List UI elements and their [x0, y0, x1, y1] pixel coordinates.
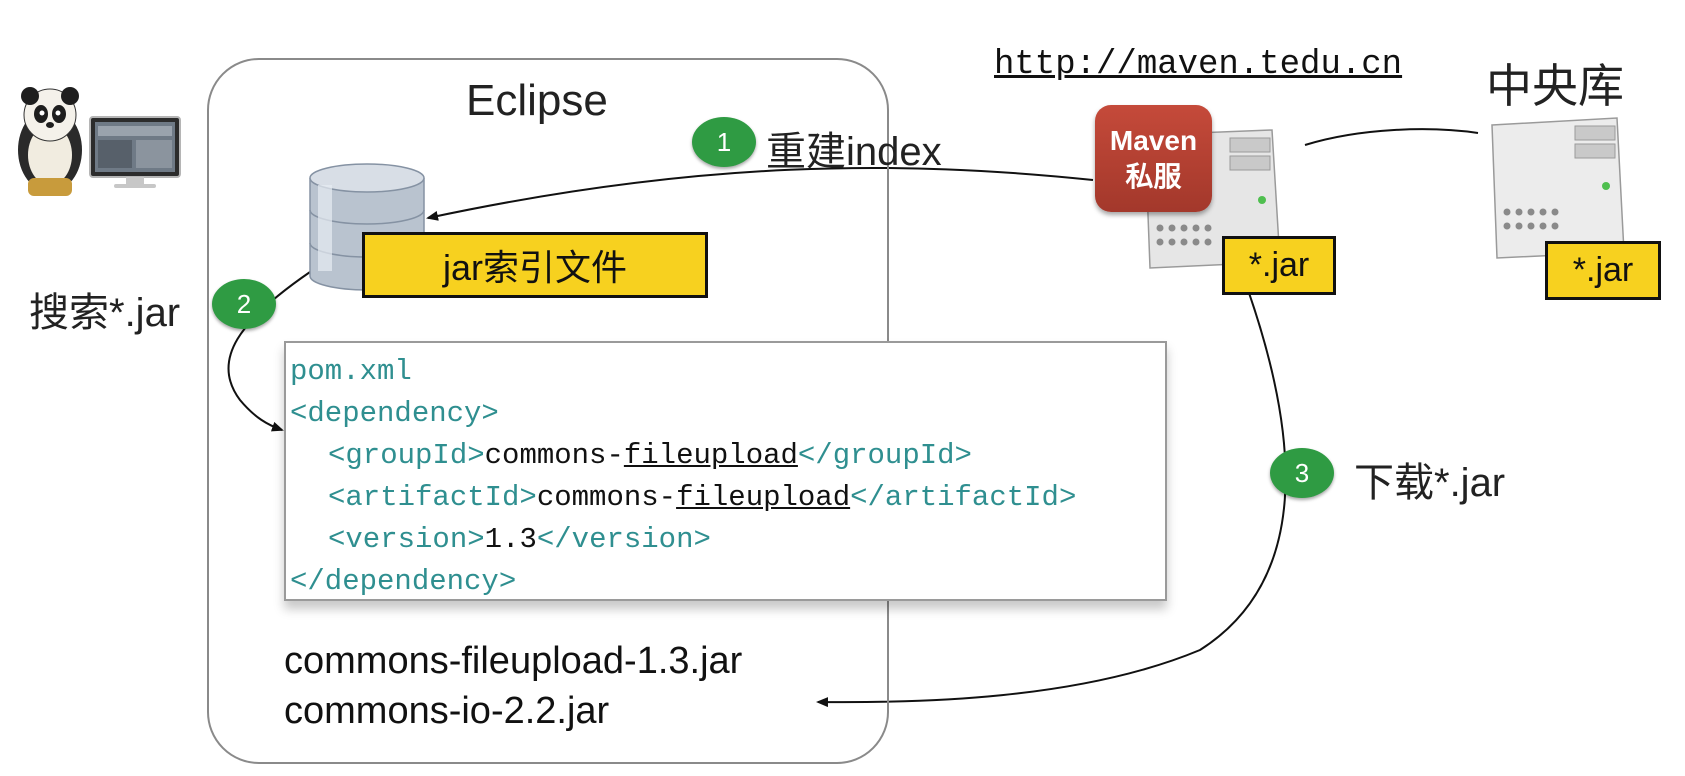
pom-filename: pom.xml [290, 355, 412, 388]
arrow-rebuild-index [426, 166, 1094, 221]
group-id-underlined: fileupload [623, 439, 798, 472]
step-3-label: 下载*.jar [1354, 461, 1506, 505]
downloaded-jar-1: commons-fileupload-1.3.jar [284, 640, 743, 682]
group-id-prefix: commons- [484, 439, 624, 472]
version-value: 1.3 [484, 523, 537, 556]
version-open-tag: <version> [328, 523, 485, 556]
step-1-badge: 1 [692, 117, 756, 167]
private-jar-label: *.jar [1222, 236, 1336, 295]
step-2-badge: 2 [212, 279, 276, 329]
line-private-to-central [1304, 128, 1479, 146]
central-repo-title: 中央库 [1486, 60, 1624, 112]
step-2-label: 搜索*.jar [29, 291, 181, 335]
step-1-label: 重建index [766, 130, 942, 174]
step-3-badge: 3 [1270, 448, 1334, 498]
private-repo-url: http://maven.tedu.cn [994, 46, 1403, 84]
arrow-download-jar [816, 289, 1287, 708]
artifact-id-line: <artifactId>commons-fileupload</artifact… [290, 477, 1165, 519]
group-id-close-tag: </groupId> [797, 439, 972, 472]
monitor-icon [89, 116, 181, 188]
jar-index-label: jar索引文件 [362, 232, 708, 298]
group-id-open-tag: <groupId> [328, 439, 485, 472]
artifact-id-underlined: fileupload [676, 481, 851, 514]
dependency-open-tag: <dependency> [290, 397, 499, 430]
maven-badge-line2: 私服 [1125, 160, 1182, 192]
artifact-id-prefix: commons- [536, 481, 677, 514]
artifact-id-open-tag: <artifactId> [328, 481, 537, 514]
group-id-line: <groupId>commons-fileupload</groupId> [290, 435, 1165, 477]
version-line: <version>1.3</version> [290, 519, 1165, 561]
maven-private-badge: Maven 私服 [1095, 105, 1212, 212]
panda-icon [18, 87, 82, 196]
pom-code-box: pom.xml <dependency> <groupId>commons-fi… [284, 341, 1167, 601]
version-close-tag: </version> [536, 523, 711, 556]
downloaded-jar-2: commons-io-2.2.jar [284, 690, 610, 732]
server-icon [1491, 117, 1625, 259]
maven-badge-line1: Maven [1109, 124, 1198, 156]
artifact-id-close-tag: </artifactId> [850, 481, 1077, 514]
central-jar-label: *.jar [1545, 241, 1661, 300]
dependency-close-tag: </dependency> [290, 565, 517, 598]
eclipse-title: Eclipse [466, 76, 608, 125]
